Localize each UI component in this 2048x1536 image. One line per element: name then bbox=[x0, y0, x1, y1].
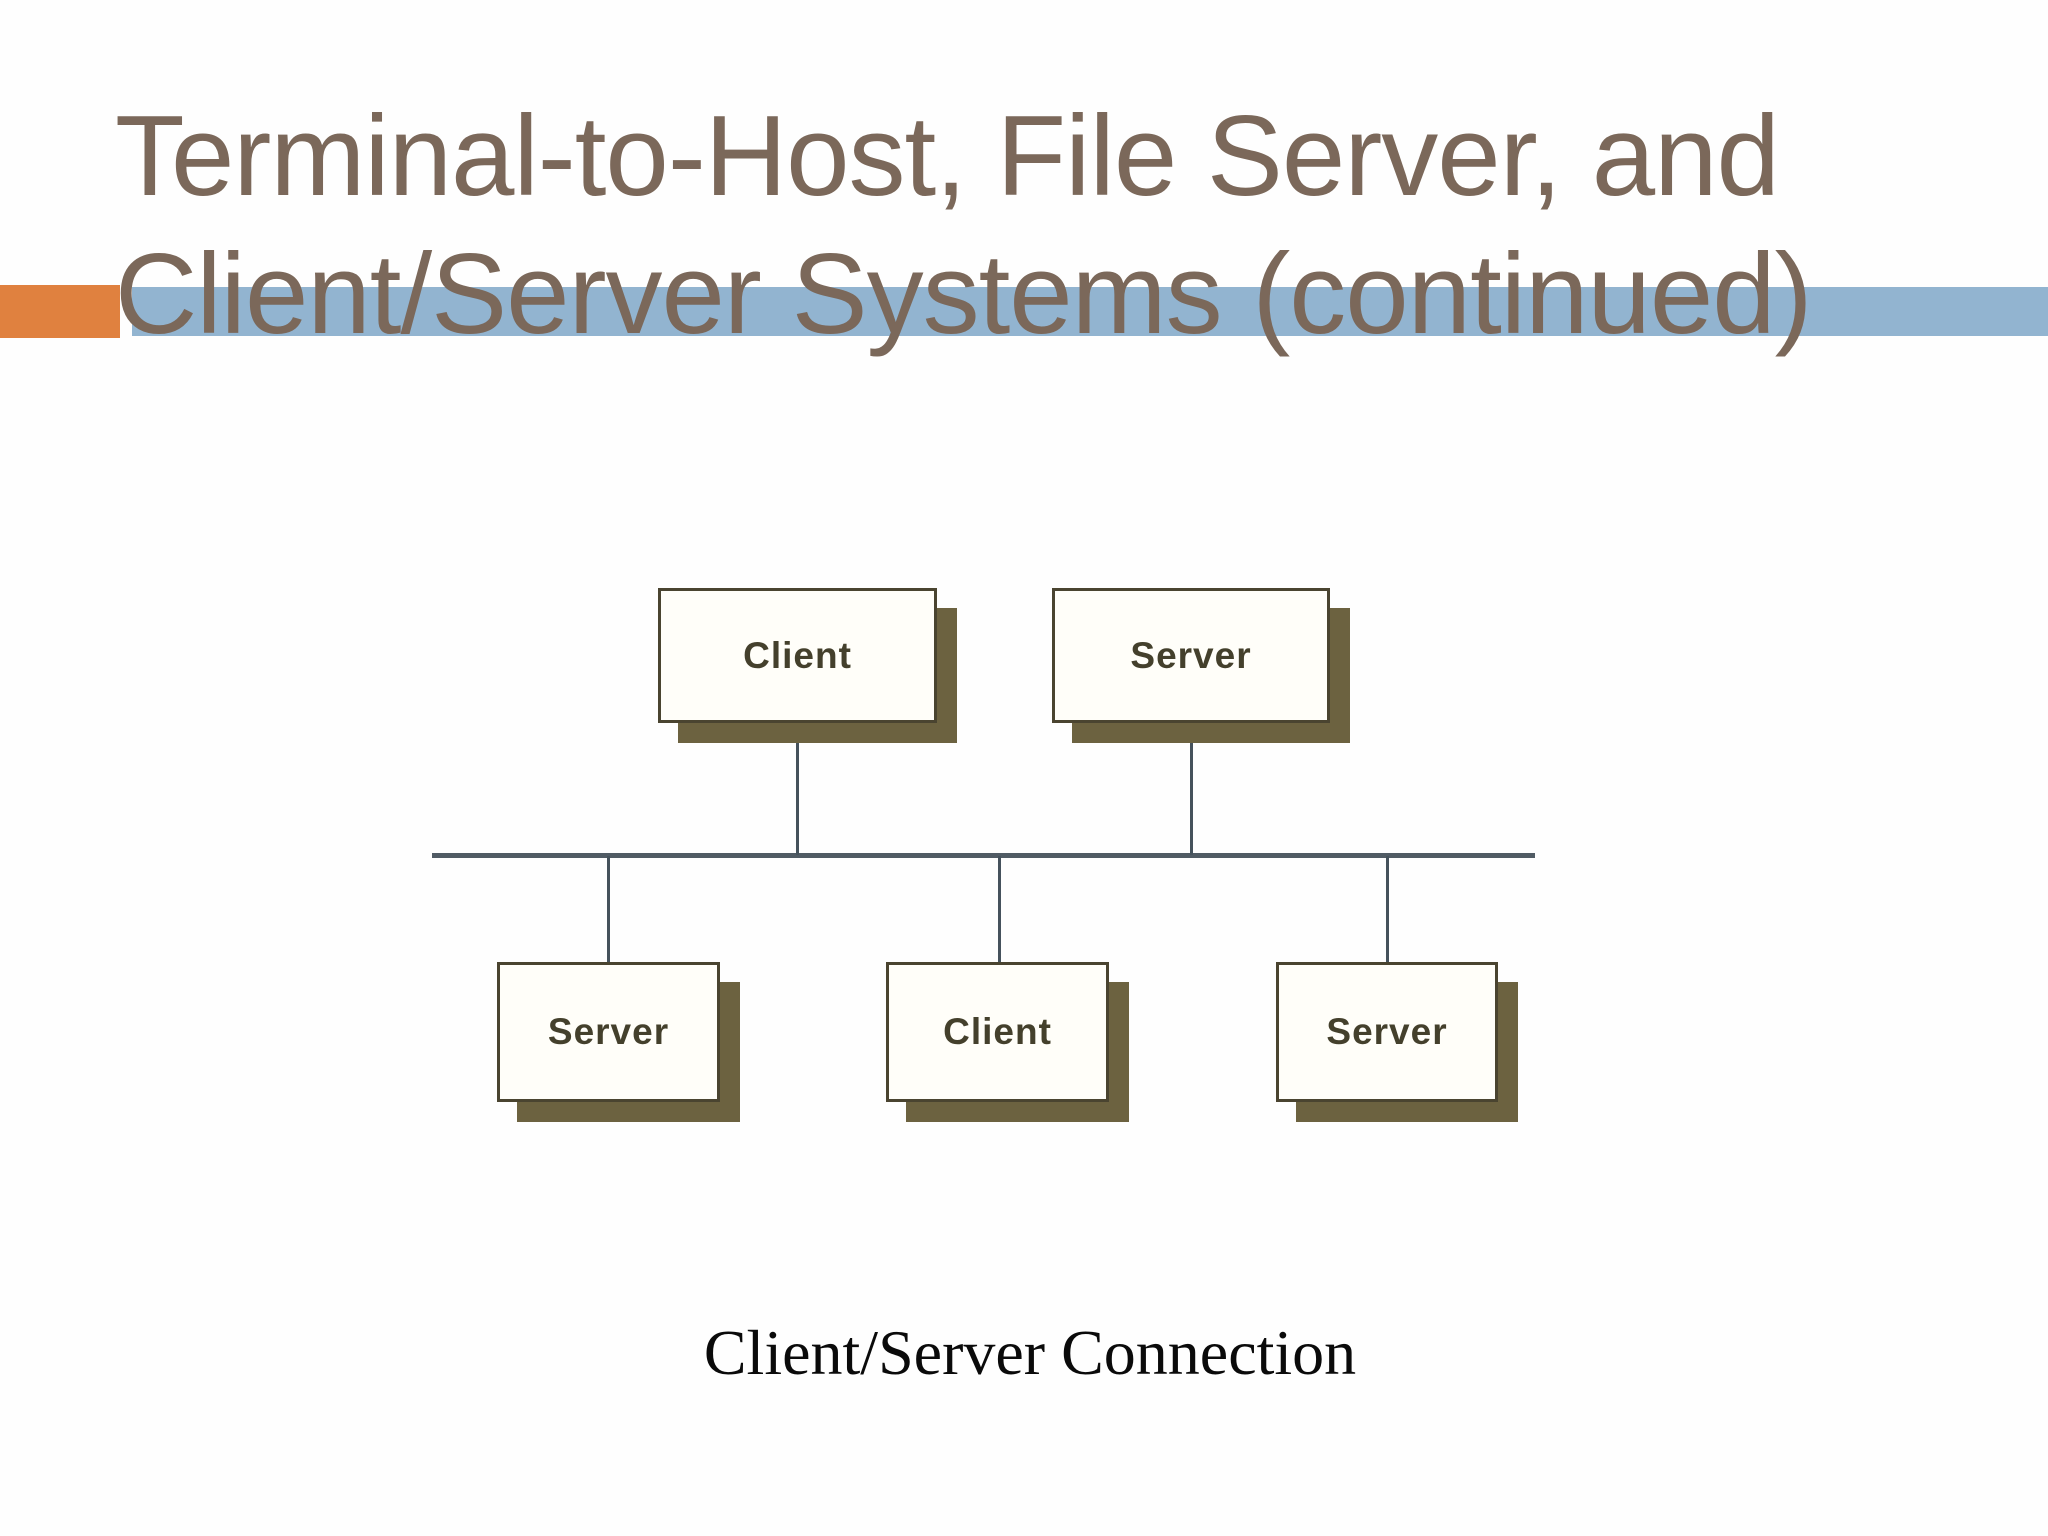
slide-title-line-2: Client/Server Systems (continued) bbox=[115, 231, 1813, 358]
node-top-client: Client bbox=[658, 588, 937, 723]
node-bottom-client: Client bbox=[886, 962, 1109, 1102]
node-bottom-server-2: Server bbox=[1276, 962, 1498, 1102]
node-label-bottom-client: Client bbox=[943, 1011, 1052, 1052]
accent-bar-blue bbox=[132, 287, 2048, 336]
node-label-top-client: Client bbox=[743, 634, 852, 676]
node-label-bottom-server-2: Server bbox=[1326, 1011, 1448, 1052]
node-bottom-server-1: Server bbox=[497, 962, 720, 1102]
node-label-bottom-server-1: Server bbox=[547, 1011, 670, 1052]
connector-line-5 bbox=[1386, 856, 1389, 965]
bus-line bbox=[432, 853, 1535, 858]
node-label-top-server: Server bbox=[1130, 634, 1252, 676]
accent-bar-orange bbox=[0, 285, 120, 338]
node-top-server: Server bbox=[1052, 588, 1330, 723]
connector-line-1 bbox=[796, 740, 799, 855]
connector-line-2 bbox=[1190, 740, 1193, 855]
figure-caption: Client/Server Connection bbox=[703, 1317, 1357, 1388]
connector-line-3 bbox=[607, 856, 610, 965]
slide-title: Terminal-to-Host, File Server, and Clien… bbox=[115, 88, 1813, 364]
slide-title-line-1: Terminal-to-Host, File Server, and bbox=[115, 93, 1780, 220]
connector-line-4 bbox=[998, 856, 1001, 965]
